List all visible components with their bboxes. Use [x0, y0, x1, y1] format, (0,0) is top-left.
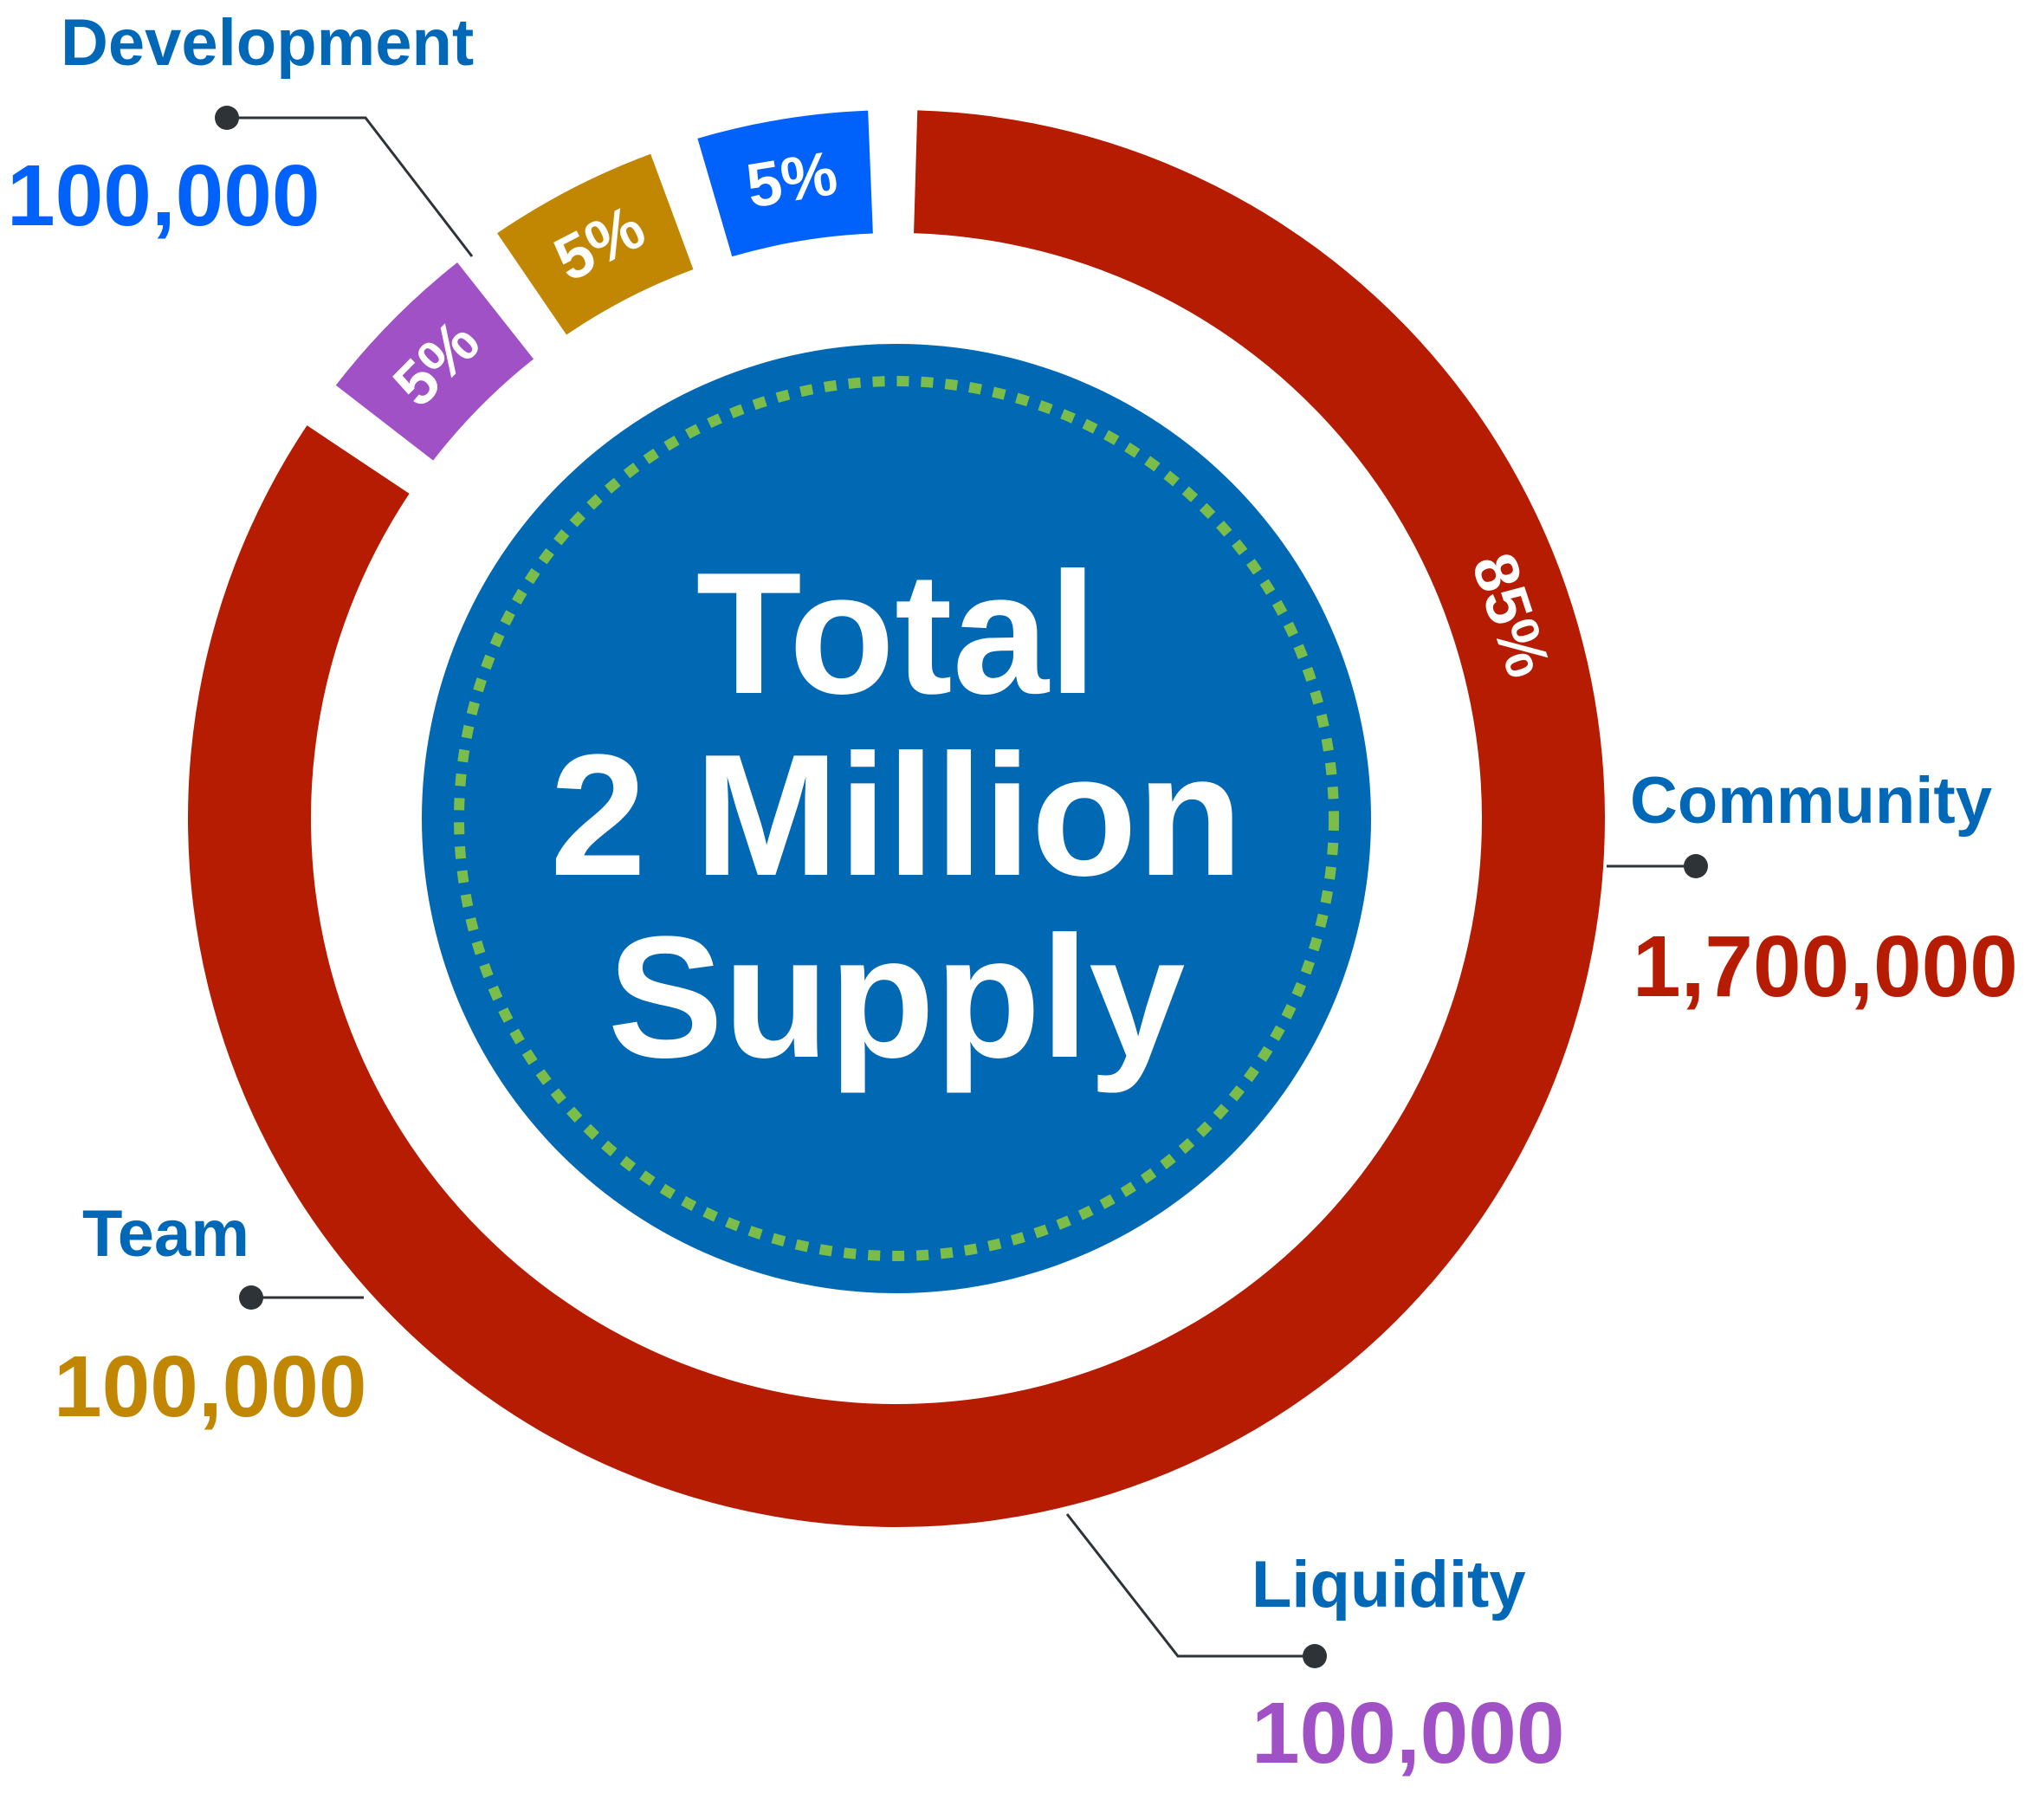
percent-label-development: 5%	[741, 139, 842, 222]
category-label-development: Development	[61, 6, 474, 80]
connector-team	[239, 1285, 364, 1310]
value-label-community: 1,700,000	[1633, 918, 2018, 1015]
segment-liquidity	[335, 262, 534, 461]
center-title-line-3: Supply	[608, 901, 1186, 1094]
connector-liquidity	[1065, 1513, 1327, 1668]
value-label-liquidity: 100,000	[1252, 1685, 1564, 1782]
category-label-liquidity: Liquidity	[1252, 1548, 1526, 1621]
category-label-community: Community	[1630, 764, 1992, 838]
value-label-team: 100,000	[54, 1338, 366, 1435]
segment-development	[697, 110, 873, 257]
center-title-line-2: 2 Million	[550, 719, 1243, 912]
connector-community	[1607, 854, 1708, 878]
center-disc	[422, 344, 1371, 1293]
center-dotted-ring	[454, 376, 1339, 1261]
center-title-line-1: Total	[696, 537, 1097, 730]
segment-team	[497, 153, 694, 335]
value-label-development: 100,000	[7, 147, 320, 244]
category-label-team: Team	[82, 1197, 249, 1271]
connector-development	[215, 106, 474, 257]
